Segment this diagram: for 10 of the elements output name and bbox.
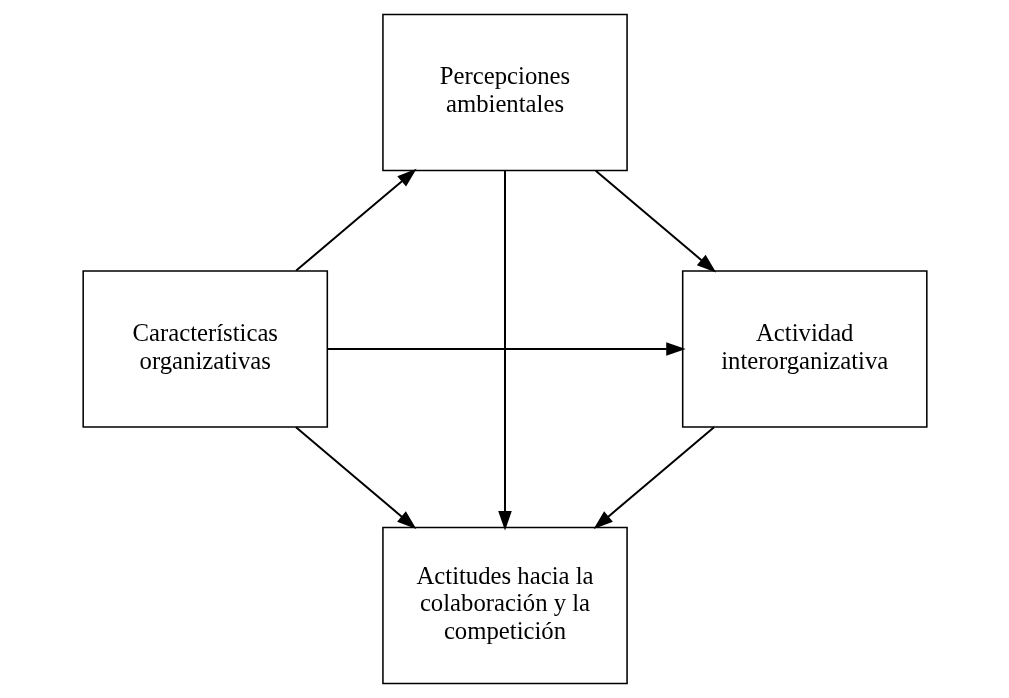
- node-box: Actitudes hacia la colaboración y la competición: [381, 526, 628, 685]
- arrow: [295, 168, 417, 272]
- node-box: Percepciones ambientales: [381, 13, 628, 172]
- arrow: [593, 426, 715, 530]
- node-box: Actividad interorganizativa: [681, 270, 928, 428]
- node-box: Características organizativas: [81, 270, 328, 428]
- arrow: [294, 426, 416, 530]
- arrow: [594, 170, 716, 273]
- arrow: [327, 342, 686, 356]
- arrow: [497, 171, 512, 531]
